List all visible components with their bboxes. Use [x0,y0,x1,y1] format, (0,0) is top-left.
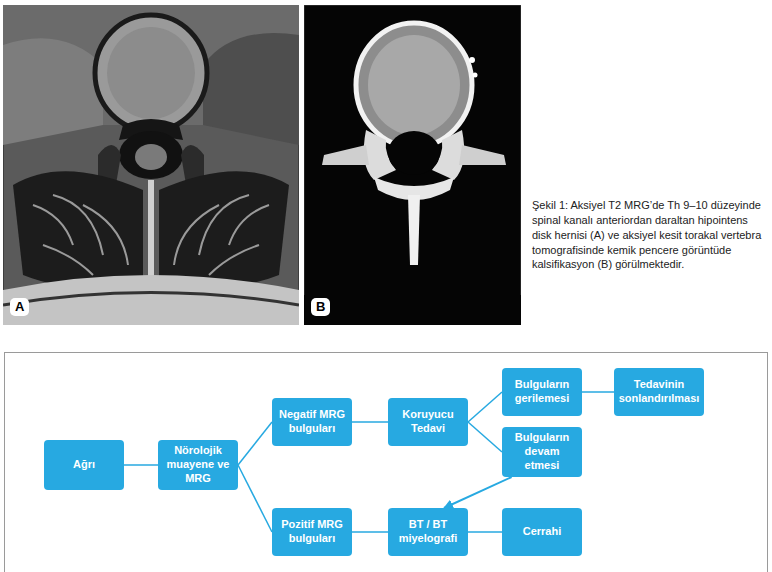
connector [238,422,272,465]
panel-letter: A [10,298,29,316]
process-box: Bulguların devam etmesi [502,427,582,477]
box-text: Koruyucu Tedavi [392,408,464,436]
box-text: Pozitif MRG bulguları [276,518,348,546]
box-text: BT / BT miyelografi [392,518,464,546]
connector [352,531,388,533]
process-box: Ağrı [44,440,124,490]
process-box: Tedavinin sonlandırılması [614,368,704,416]
process-box: Negatif MRG bulguları [272,398,352,446]
box-text: Bulguların devam etmesi [506,431,578,472]
box-text: Bulguların gerilemesi [506,378,578,406]
connector [468,531,502,533]
box-text: Ağrı [73,458,95,472]
box-text: Cerrahi [523,525,562,539]
process-box: Koruyucu Tedavi [388,398,468,446]
process-box: BT / BT miyelografi [388,508,468,556]
connector [352,421,388,423]
ct-image [304,5,521,325]
connector [582,391,614,393]
connector [444,477,512,508]
connector [238,465,272,532]
panel-letter: B [311,298,330,316]
box-text: Tedavinin sonlandırılması [618,378,700,406]
connector [468,422,502,452]
mri-image [3,5,299,325]
process-box: Pozitif MRG bulguları [272,508,352,556]
process-box: Nörolojik muayene ve MRG [158,440,238,490]
box-text: Nörolojik muayene ve MRG [162,444,234,485]
figure-caption: Şekil 1: Aksiyel T2 MRG’de Th 9–10 düzey… [532,198,766,272]
box-text: Negatif MRG bulguları [276,408,348,436]
process-box: Cerrahi [502,508,582,556]
process-box: Bulguların gerilemesi [502,368,582,416]
connector [124,464,158,466]
connector [468,392,502,422]
